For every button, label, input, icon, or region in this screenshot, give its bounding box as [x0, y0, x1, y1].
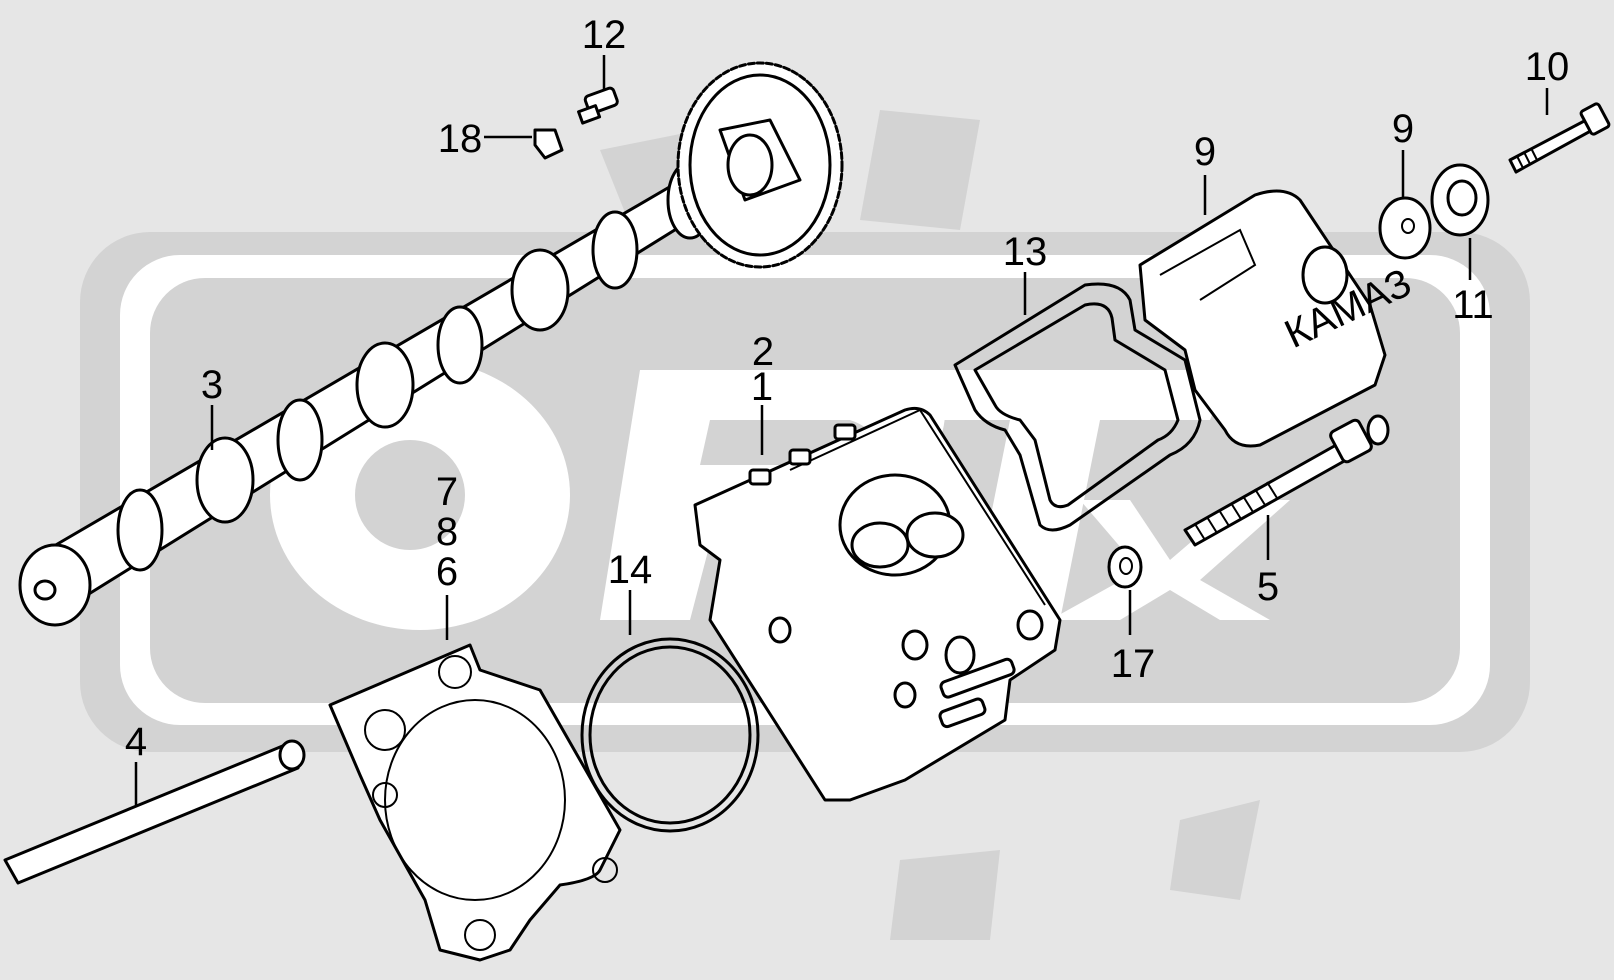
head-gasket-body [328, 643, 622, 962]
head-gasket-hole [592, 857, 618, 883]
callout-10: 9 [1194, 130, 1216, 174]
washer-17 [1107, 545, 1143, 589]
head-gasket-bore [384, 699, 566, 901]
callout-17: 17 [1111, 642, 1156, 686]
camshaft-gear-bore [726, 133, 774, 197]
washer-12-boss [1446, 179, 1478, 217]
callout-4: 4 [125, 720, 147, 764]
head-stud [939, 657, 1016, 699]
bolt-5-thread [1194, 481, 1278, 541]
bolt-5 [1183, 414, 1390, 547]
head-bolt-hole [901, 629, 929, 661]
cylinder-head-edge [789, 408, 1046, 606]
push-rod-end [278, 739, 306, 771]
watermark-gear-tooth [860, 110, 980, 230]
bolt-16-shank [577, 104, 602, 125]
callout-6: 6 [436, 550, 458, 594]
camshaft-lobe [276, 398, 324, 482]
callout-7: 7 [436, 470, 458, 514]
watermark-letter-x [1050, 500, 1290, 620]
callout-14: 14 [608, 548, 653, 592]
watermark-letter-t [890, 370, 1230, 620]
camshaft-journal [510, 248, 570, 332]
bolt-11-thread [1509, 147, 1538, 173]
bolt-5-flange [1366, 414, 1390, 446]
camshaft-journal [355, 341, 415, 429]
head-plug-2 [748, 468, 772, 486]
valve-cover: КАМАЗ [1138, 189, 1418, 448]
push-rod [3, 739, 306, 885]
camshaft [18, 61, 844, 627]
head-plug-2 [788, 448, 812, 466]
head-plug-2 [833, 423, 857, 441]
callout-8: 8 [436, 510, 458, 554]
head-stud [938, 697, 987, 729]
valve-spring [850, 521, 910, 569]
o-ring-inner [588, 645, 752, 825]
clip-18 [533, 128, 564, 160]
callout-2: 2 [752, 330, 774, 374]
camshaft-lobe [116, 488, 164, 572]
cover-gasket [953, 282, 1202, 532]
valve-spring [905, 511, 965, 559]
valve-cover-rib [1159, 228, 1257, 301]
clip-18-body [533, 128, 564, 160]
callout-3: 3 [201, 363, 223, 407]
callout-18: 18 [438, 117, 483, 161]
head-bolt-hole [893, 681, 917, 709]
callout-1: 1 [751, 365, 773, 409]
head-gasket-hole [438, 655, 472, 689]
washer-9-body [1378, 196, 1432, 260]
head-bolt-hole [768, 616, 792, 644]
watermark-gear-tooth [890, 850, 1000, 940]
bolt-11 [1508, 102, 1611, 174]
bolt-5-head [1329, 418, 1373, 464]
o-ring [580, 637, 760, 833]
leader-lines [134, 55, 1549, 805]
bolt-16 [577, 86, 619, 125]
push-rod-body [3, 743, 300, 885]
watermark-letter-o-hole [355, 440, 465, 550]
washer-17-hole [1119, 557, 1133, 575]
callout-16: 12 [582, 13, 627, 57]
washer-17-body [1107, 545, 1143, 589]
callout-9: 9 [1392, 107, 1414, 151]
camshaft-journal [195, 436, 255, 524]
callout-11: 10 [1525, 45, 1570, 89]
callout-13: 13 [1003, 230, 1048, 274]
cover-gasket-inner [973, 302, 1180, 509]
callout-labels: 12 18 3 10 9 9 11 13 2 1 5 17 7 8 6 14 4 [125, 13, 1569, 764]
head-gasket-hole [464, 919, 496, 951]
callout-5: 5 [1257, 565, 1279, 609]
o-ring-outer [580, 637, 760, 833]
head-gasket [328, 643, 622, 962]
washer-12 [1430, 163, 1490, 237]
valve-cover-boss [1301, 245, 1349, 305]
camshaft-lobe [436, 305, 484, 385]
head-bolt-hole [1016, 609, 1044, 641]
camshaft-lobe [591, 210, 639, 290]
head-port [944, 635, 976, 675]
washer-9-hole [1401, 218, 1415, 234]
camshaft-end-hole [33, 579, 57, 601]
bolt-11-head [1579, 102, 1611, 136]
bolt-11-shank [1508, 116, 1598, 174]
washer-9 [1378, 196, 1432, 260]
cover-gasket-outer [953, 282, 1202, 532]
callout-12: 11 [1452, 283, 1494, 327]
head-gasket-hole [372, 782, 398, 808]
cylinder-head [693, 406, 1062, 802]
head-gasket-hole [364, 709, 406, 751]
watermark-gear-tooth [1170, 800, 1260, 900]
